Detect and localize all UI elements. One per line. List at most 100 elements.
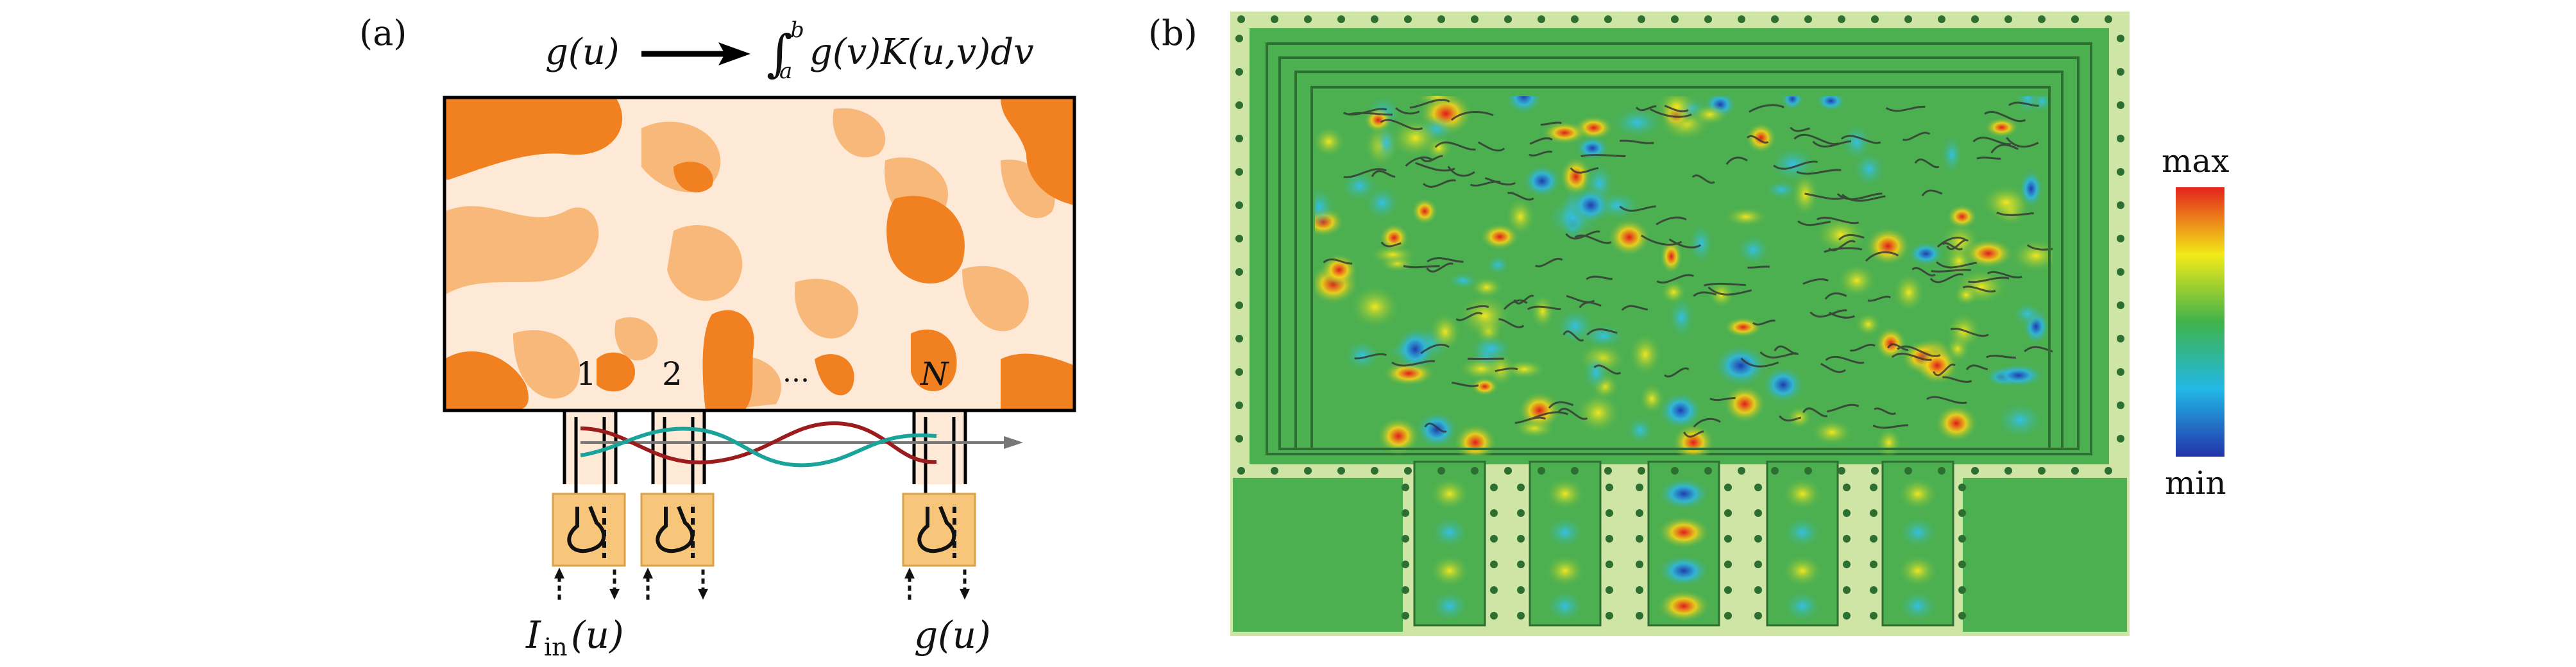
via-dot <box>1843 586 1851 594</box>
via-dot <box>2117 235 2124 242</box>
field-spot <box>2012 301 2044 326</box>
field-spot <box>1609 105 1665 140</box>
field-spot <box>1940 133 1964 176</box>
via-dot <box>1754 561 1762 568</box>
via-dot <box>1371 15 1378 23</box>
contour-line <box>1804 192 1845 200</box>
port-box-1 <box>552 493 626 567</box>
output-label: g(u) <box>914 613 991 657</box>
contour-line <box>1574 234 1612 244</box>
via-dot <box>1724 484 1732 491</box>
contour-line <box>1455 312 1483 321</box>
contour-line <box>1874 407 1897 415</box>
field-spot <box>1768 145 1818 183</box>
equation-input: g(u) <box>545 31 620 73</box>
field-spot <box>1915 346 1959 385</box>
via-dot <box>1271 15 1278 23</box>
via-dot <box>1958 586 1966 594</box>
contour-line <box>1656 274 1694 283</box>
via-dot <box>1754 612 1762 620</box>
contour-line <box>1962 285 1996 292</box>
contour-line <box>1797 220 1831 226</box>
field-spot <box>1349 284 1401 330</box>
contour-line <box>1842 194 1886 202</box>
input-label-arg: (u) <box>571 613 624 657</box>
via-dot <box>1870 561 1877 568</box>
via-dot <box>1636 586 1643 594</box>
via-dot <box>1958 484 1966 491</box>
contour-line <box>1816 216 1860 224</box>
contour-line <box>1942 242 1963 251</box>
contour-line <box>1447 165 1475 177</box>
contour-line <box>1621 305 1648 311</box>
via-dot <box>1517 484 1525 491</box>
contour-line <box>1586 328 1618 336</box>
field-spot <box>1761 366 1805 404</box>
via-dot <box>1738 467 1745 475</box>
waveguide-mode-spot <box>1545 554 1586 587</box>
via-dot <box>1404 467 1412 475</box>
via-dot <box>1471 467 1479 475</box>
field-spot <box>1984 117 2019 138</box>
contour-line <box>1749 104 1784 113</box>
contour-line <box>1836 192 1883 201</box>
via-dot <box>1237 467 1245 475</box>
port-label-1: 1 <box>576 355 597 393</box>
field-spot <box>1659 239 1683 274</box>
field-spot <box>1575 391 1622 434</box>
via-dot <box>1235 168 1243 176</box>
field-pattern <box>1315 96 2053 455</box>
waveguide-mode-spot <box>1897 516 1938 549</box>
field-spot <box>1781 96 1804 111</box>
contour-line <box>1921 189 1943 197</box>
via-dot <box>1704 467 1712 475</box>
via-dot <box>1490 612 1498 620</box>
via-dot <box>1402 561 1409 568</box>
via-dot <box>1754 484 1762 491</box>
via-dot <box>1490 586 1498 594</box>
via-dot <box>1871 15 1879 23</box>
contour-line <box>1323 258 1353 265</box>
contour-line <box>1529 150 1553 156</box>
field-spot <box>1638 382 1666 415</box>
via-dot <box>1235 435 1243 443</box>
via-dot <box>2105 15 2112 23</box>
field-spot <box>1667 295 1696 339</box>
input-label: I in (u) <box>525 613 624 661</box>
via-dot <box>2117 35 2124 42</box>
transform-equation: g(u) ∫ b a g(v)K(u,v)dv <box>545 17 1034 84</box>
via-dot <box>1636 612 1643 620</box>
via-dot <box>1402 612 1409 620</box>
port-channels <box>563 407 967 494</box>
field-spot <box>1521 164 1563 198</box>
field-spot <box>1854 312 1883 337</box>
via-dot <box>2117 168 2124 176</box>
field-spot <box>1505 197 1536 237</box>
contour-line <box>1420 343 1450 355</box>
via-dot <box>1754 509 1762 517</box>
waveguide-mode-spot <box>1782 589 1823 623</box>
contour-line <box>1747 266 1770 269</box>
via-dot <box>1571 15 1579 23</box>
via-dot <box>1490 484 1498 491</box>
panel-b: (b) max min <box>1148 12 2229 636</box>
medium-outline <box>443 96 1076 412</box>
field-spot <box>1554 307 1597 346</box>
contour-line <box>1477 141 1505 152</box>
via-dot <box>2117 268 2124 276</box>
via-dot <box>1870 612 1877 620</box>
colorbar: max min <box>2162 142 2229 502</box>
via-dot <box>1754 535 1762 543</box>
via-dot <box>1402 484 1409 491</box>
via-dot <box>1971 467 1979 475</box>
contour-line <box>1936 261 1978 269</box>
contour-line <box>1931 269 1971 273</box>
field-spot <box>1745 122 1777 154</box>
contour-line <box>1426 262 1453 273</box>
via-dot <box>1904 467 1912 475</box>
via-dot <box>2004 15 2012 23</box>
field-spot <box>1428 311 1462 352</box>
via-dot <box>1404 15 1412 23</box>
via-dot <box>1636 535 1643 543</box>
via-dot <box>1490 509 1498 517</box>
